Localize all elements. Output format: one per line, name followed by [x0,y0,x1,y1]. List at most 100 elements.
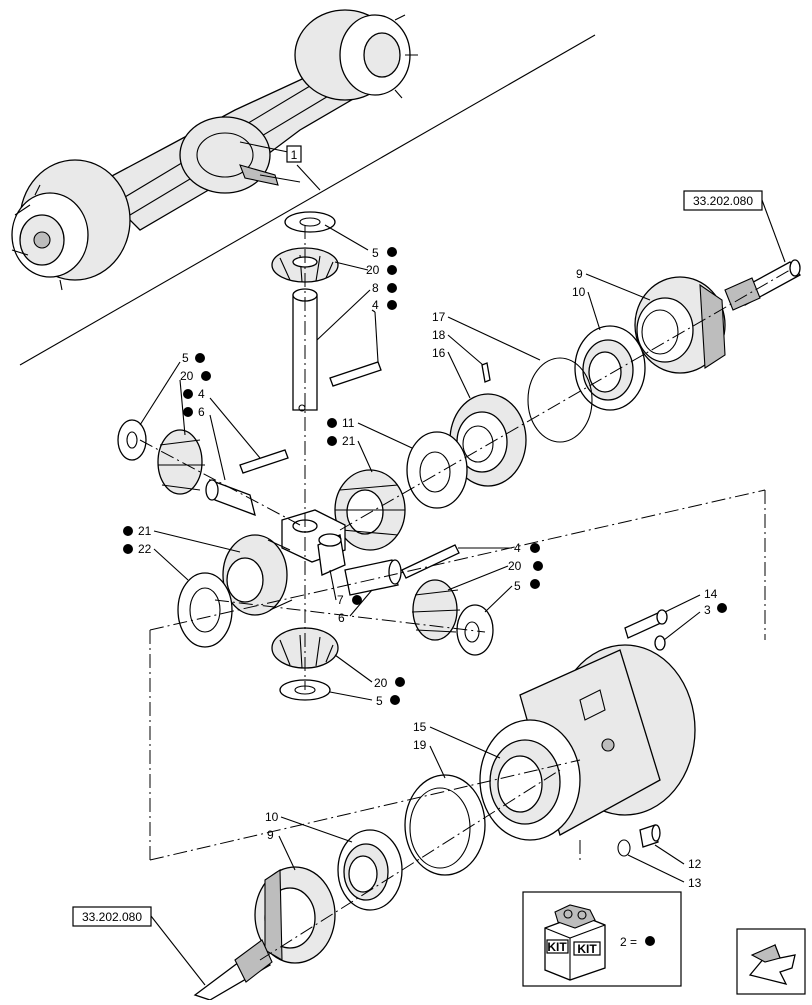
svg-text:2 =: 2 = [620,935,637,949]
bearing-housing-9-bottom [254,866,336,964]
plug-12 [639,824,661,848]
callout-5-left[interactable]: 5 [139,351,205,426]
kit-marker-dot [387,283,397,293]
callout-9-bottom[interactable]: 9 [267,828,296,871]
kit-marker-dot [395,677,405,687]
section-divider [19,34,596,366]
washer-3 [654,635,666,651]
kit-marker-dot [645,936,655,946]
kit-marker-dot [387,300,397,310]
kit-marker-dot [201,371,211,381]
reference-link-top[interactable]: 33.202.080 [683,190,786,263]
snap-ring-17 [527,357,593,443]
svg-text:12: 12 [688,857,702,871]
callout-16[interactable]: 16 [432,346,471,399]
kit-marker-dot [183,407,193,417]
svg-text:22: 22 [138,542,152,556]
svg-text:8: 8 [372,281,379,295]
svg-text:10: 10 [265,810,279,824]
callout-20-top[interactable]: 20 [334,261,397,277]
callout-21-upper[interactable]: 21 [327,434,373,473]
callout-13[interactable]: 13 [627,854,702,890]
bearing-10-bottom [337,829,403,911]
callout-5-top[interactable]: 5 [324,224,397,260]
callout-9-top[interactable]: 9 [576,267,651,301]
callout-5-bottom[interactable]: 5 [329,691,400,708]
kit-marker-dot [195,353,205,363]
callout-15[interactable]: 15 [413,720,501,759]
pin-4-right [401,544,460,579]
svg-text:6: 6 [338,611,345,625]
washer-5-right [456,604,494,656]
arrow-nav-icon[interactable] [736,928,806,995]
kit-marker-dot [352,595,362,605]
bearing-housing-9-top [634,276,726,374]
kit-marker-dot [327,418,337,428]
kit-legend: KIT KIT 2 = [522,891,682,987]
callout-20-left[interactable]: 20 [179,369,211,436]
svg-text:4: 4 [198,387,205,401]
pin-4-left [239,449,289,474]
spacer-6-right [344,559,402,596]
svg-text:5: 5 [182,351,189,365]
svg-text:33.202.080: 33.202.080 [82,910,142,924]
svg-text:1: 1 [291,148,298,162]
centerlines [139,225,791,961]
spacer-7 [317,533,346,576]
callout-12[interactable]: 12 [654,844,702,871]
svg-text:21: 21 [342,434,356,448]
callout-5-right[interactable]: 5 [484,579,540,613]
svg-text:20: 20 [374,676,388,690]
assembly-callout-1[interactable]: 1 [239,141,321,191]
callout-20-bottom[interactable]: 20 [334,654,405,690]
pinion-gear-20-bottom [271,627,339,669]
callout-4-right[interactable]: 4 [458,541,540,555]
kit-marker-dot [390,695,400,705]
callout-6-right[interactable]: 6 [338,589,373,625]
callout-18[interactable]: 18 [432,328,484,366]
pinion-gear-20-left [157,429,205,495]
reference-link-bottom[interactable]: 33.202.080 [72,906,206,986]
thrust-washer-11 [406,431,468,509]
svg-text:11: 11 [342,416,355,430]
callout-21-lower[interactable]: 21 [123,524,241,553]
differential-case-15 [479,644,696,841]
svg-text:9: 9 [267,828,274,842]
kit-marker-dot [123,526,133,536]
svg-text:10: 10 [572,285,586,299]
seal-ring-19 [404,774,486,876]
shaft-bottom-left [193,939,273,1001]
callout-7[interactable]: 7 [329,569,362,607]
callout-3[interactable]: 3 [663,603,727,641]
callout-6-left[interactable]: 6 [183,405,226,481]
callout-19[interactable]: 19 [413,738,446,779]
pin-4-upper [329,361,382,387]
svg-text:20: 20 [508,559,522,573]
svg-text:KIT: KIT [547,940,567,954]
svg-text:20: 20 [366,263,380,277]
svg-text:14: 14 [704,587,718,601]
svg-text:KIT: KIT [577,942,597,956]
callout-14[interactable]: 14 [664,587,718,613]
callout-22[interactable]: 22 [123,542,189,581]
callout-20-right[interactable]: 20 [447,559,543,591]
svg-text:5: 5 [372,246,379,260]
svg-text:5: 5 [514,579,521,593]
svg-text:18: 18 [432,328,446,342]
callout-8[interactable]: 8 [316,281,397,341]
washer-5-top [284,211,336,233]
callout-11[interactable]: 11 [327,416,413,449]
callout-4-upper[interactable]: 4 [371,298,397,363]
kit-marker-dot [123,544,133,554]
svg-text:17: 17 [432,310,446,324]
callout-10-top[interactable]: 10 [572,285,601,331]
pin-18 [481,362,491,383]
callout-4-left[interactable]: 4 [183,387,261,459]
side-gear-21-upper [334,469,406,551]
callout-10-bottom[interactable]: 10 [265,810,353,843]
washer-5-left [117,419,147,461]
callout-17[interactable]: 17 [432,310,541,361]
kit-marker-dot [387,265,397,275]
spacer-6-left [205,478,256,517]
